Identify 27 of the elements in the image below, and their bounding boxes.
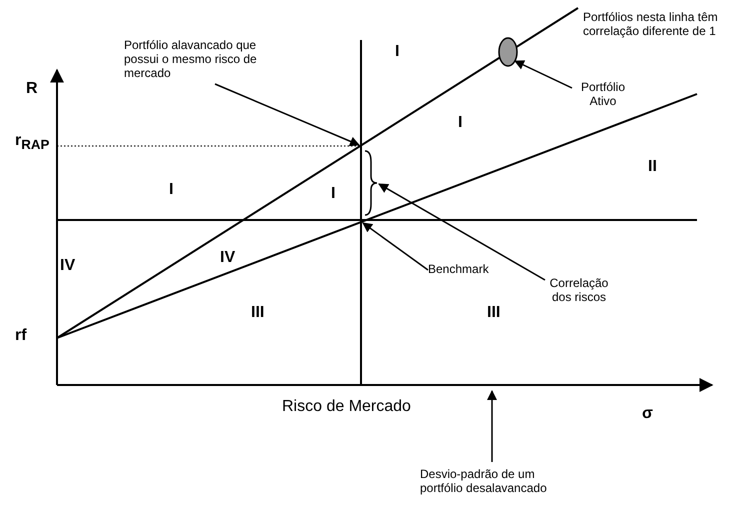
- callout-text: Portfólio alavancado que possui o mesmo risco de mercado: [124, 38, 279, 80]
- region-label: II: [648, 158, 657, 176]
- portfolio-marker: [498, 37, 518, 67]
- region-label: I: [395, 43, 400, 61]
- axis-label: σ: [642, 405, 653, 423]
- note-text: Portfólios nesta linha têm correlação diferente de 1: [583, 10, 719, 38]
- axis-label: R: [26, 80, 38, 98]
- region-label: III: [251, 304, 264, 322]
- leader-arrow: [514, 60, 572, 89]
- region-label: I: [169, 181, 174, 199]
- region-label: IV: [60, 257, 76, 275]
- axis-title: Risco de Mercado: [282, 398, 411, 416]
- callout-text: Desvio-padrão de um portfólio desalavancado: [420, 467, 570, 495]
- axis-tick-label: rf: [15, 327, 27, 345]
- region-label: I: [458, 114, 462, 132]
- region-label: III: [487, 304, 500, 322]
- leader-arrow: [214, 83, 360, 146]
- leader-arrow: [487, 390, 497, 462]
- leader-arrow: [378, 183, 546, 281]
- callout-text: Benchmark: [428, 262, 508, 276]
- region-label: IV: [220, 249, 236, 267]
- callout-text: Correlação dos riscos: [543, 276, 615, 304]
- axis-tick-label: r$_{RAP}$: [15, 132, 50, 154]
- leader-arrow: [362, 222, 428, 271]
- curly-brace: [364, 150, 378, 216]
- callout-text: Portfólio Ativo: [572, 80, 634, 108]
- region-label: I: [331, 185, 336, 203]
